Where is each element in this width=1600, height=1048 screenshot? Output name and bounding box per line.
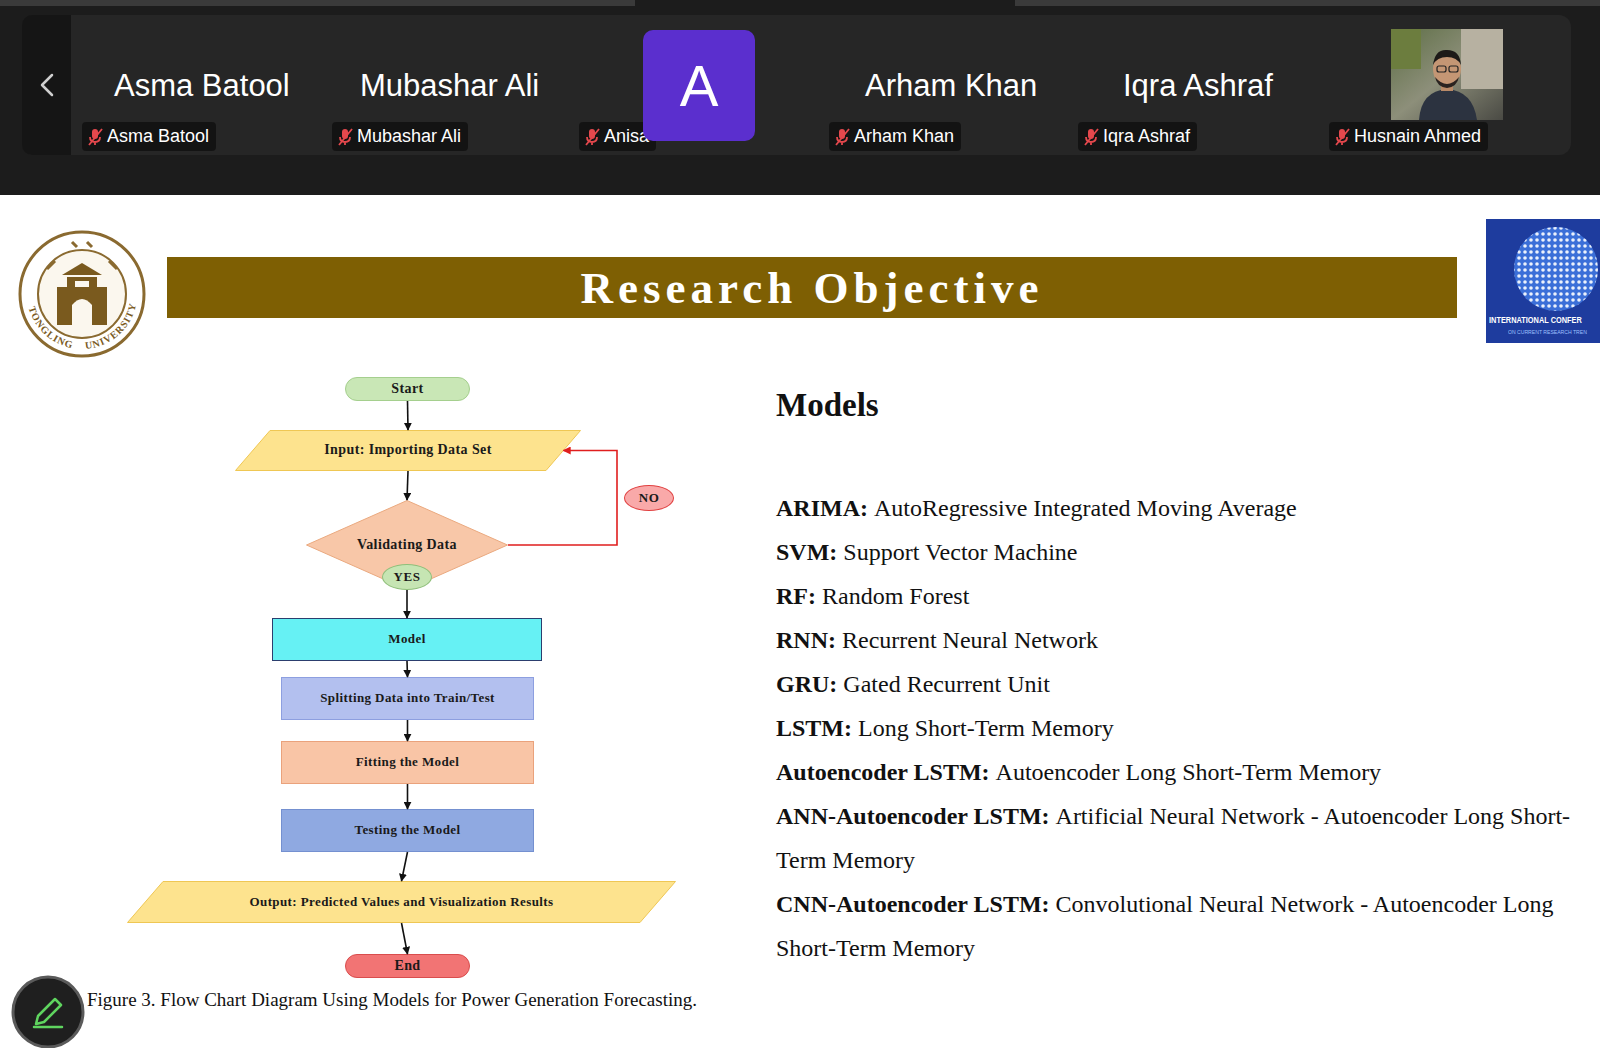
name-tag: Mubashar Ali	[332, 122, 468, 151]
connector	[407, 784, 409, 809]
mute-icon	[1333, 127, 1351, 147]
participant-name: Asma Batool	[107, 126, 209, 147]
model-description: AutoRegressive Integrated Moving Average	[874, 495, 1297, 521]
node-label: Validating Data	[357, 537, 457, 553]
connector	[406, 661, 408, 677]
participant-photo	[1391, 29, 1503, 120]
participant-display-name: Iqra Ashraf	[1123, 67, 1273, 104]
model-entry: LSTM:Long Short-Term Memory	[776, 706, 1576, 750]
figure-caption: Figure 3. Flow Chart Diagram Using Model…	[87, 989, 697, 1011]
edge-label-oval: NO	[624, 485, 674, 511]
header-strip	[0, 0, 635, 6]
annotate-button	[10, 974, 88, 1048]
edge-label: YES	[394, 569, 421, 585]
avatar-tile: A	[643, 30, 755, 141]
title-band: Research Objective	[167, 257, 1457, 318]
model-entry: ARIMA:AutoRegressive Integrated Moving A…	[776, 486, 1576, 530]
model-entry: CNN-Autoencoder LSTM:Convolutional Neura…	[776, 882, 1576, 970]
mute-icon	[336, 127, 354, 147]
svg-text:TONGLING: TONGLING	[27, 305, 75, 350]
connector	[407, 471, 408, 500]
connector	[402, 852, 408, 881]
model-description: Autoencoder Long Short-Term Memory	[996, 759, 1382, 785]
chevron-icon	[22, 15, 71, 155]
participant-name: Iqra Ashraf	[1103, 126, 1190, 147]
model-description: Random Forest	[822, 583, 969, 609]
model-description: Long Short-Term Memory	[858, 715, 1114, 741]
conference-logo: INTERNATIONAL CONFER ON CURRENT RESEARCH…	[1486, 219, 1600, 343]
conference-name: INTERNATIONAL CONFER	[1489, 315, 1582, 325]
model-abbreviation: GRU:	[776, 671, 837, 697]
model-entry: GRU:Gated Recurrent Unit	[776, 662, 1576, 706]
model-abbreviation: Autoencoder LSTM:	[776, 759, 990, 785]
participant-display-name: Mubashar Ali	[360, 67, 539, 104]
model-list: ARIMA:AutoRegressive Integrated Moving A…	[776, 486, 1576, 970]
model-description: Gated Recurrent Unit	[843, 671, 1050, 697]
process-box: Splitting Data into Train/Test	[281, 677, 534, 720]
back-button	[22, 15, 71, 155]
node-label: Testing the Model	[355, 823, 461, 838]
participant-name: Mubashar Ali	[357, 126, 461, 147]
edge-label-oval: YES	[382, 564, 432, 590]
mute-icon	[583, 127, 601, 147]
process-box: Fitting the Model	[281, 741, 534, 784]
participant-name: Arham Khan	[854, 126, 954, 147]
node-label: Splitting Data into Train/Test	[320, 691, 495, 706]
node-label: Output: Predicted Values and Visualizati…	[249, 895, 553, 910]
terminal-oval: Start	[345, 377, 470, 401]
node-label: Input: Importing Data Set	[324, 442, 492, 458]
name-tag: Asma Batool	[82, 122, 216, 151]
process-box: Model	[272, 618, 542, 661]
model-entry: RNN:Recurrent Neural Network	[776, 618, 1576, 662]
connector	[402, 923, 408, 954]
name-tag: Iqra Ashraf	[1078, 122, 1197, 151]
slide-title: Research Objective	[581, 262, 1044, 314]
logo-text: TONGLING	[27, 305, 75, 350]
svg-text:UNIVERSITY: UNIVERSITY	[84, 302, 138, 351]
logo-text: UNIVERSITY	[84, 302, 138, 351]
model-entry: ANN-Autoencoder LSTM:Artificial Neural N…	[776, 794, 1576, 882]
mute-icon	[833, 127, 851, 147]
avatar-initial: A	[680, 57, 719, 115]
participant-display-name: Arham Khan	[865, 67, 1037, 104]
model-entry: SVM:Support Vector Machine	[776, 530, 1576, 574]
participant-display-name: Asma Batool	[114, 67, 290, 104]
model-description: Support Vector Machine	[843, 539, 1077, 565]
model-abbreviation: ANN-Autoencoder LSTM:	[776, 803, 1050, 829]
connector	[407, 720, 409, 741]
model-abbreviation: RF:	[776, 583, 816, 609]
name-tag: Husnain Ahmed	[1329, 122, 1488, 151]
node-label: Model	[388, 632, 425, 647]
model-entry: Autoencoder LSTM:Autoencoder Long Short-…	[776, 750, 1576, 794]
conference-subtitle: ON CURRENT RESEARCH TREN	[1508, 329, 1587, 335]
mute-icon	[1082, 127, 1100, 147]
model-description: Recurrent Neural Network	[842, 627, 1098, 653]
participant-name: Husnain Ahmed	[1354, 126, 1481, 147]
university-logo: TONGLING UNIVERSITY	[17, 229, 147, 359]
edge-label: NO	[639, 490, 660, 506]
node-label: Start	[391, 381, 423, 397]
header-strip	[1015, 0, 1600, 6]
model-entry: RF:Random Forest	[776, 574, 1576, 618]
node-label: Fitting the Model	[356, 755, 460, 770]
mute-icon	[86, 127, 104, 147]
model-abbreviation: RNN:	[776, 627, 836, 653]
model-abbreviation: LSTM:	[776, 715, 852, 741]
node-label: End	[394, 958, 420, 974]
terminal-oval: End	[345, 954, 470, 978]
io-parallelogram: Output: Predicted Values and Visualizati…	[127, 881, 676, 923]
connector	[406, 590, 408, 618]
model-abbreviation: ARIMA:	[776, 495, 868, 521]
model-abbreviation: CNN-Autoencoder LSTM:	[776, 891, 1050, 917]
globe-graphic	[1486, 219, 1600, 319]
name-tag: Arham Khan	[829, 122, 961, 151]
process-box: Testing the Model	[281, 809, 534, 852]
section-heading: Models	[776, 387, 879, 424]
model-abbreviation: SVM:	[776, 539, 837, 565]
io-parallelogram: Input: Importing Data Set	[235, 430, 581, 471]
connector	[407, 401, 409, 430]
